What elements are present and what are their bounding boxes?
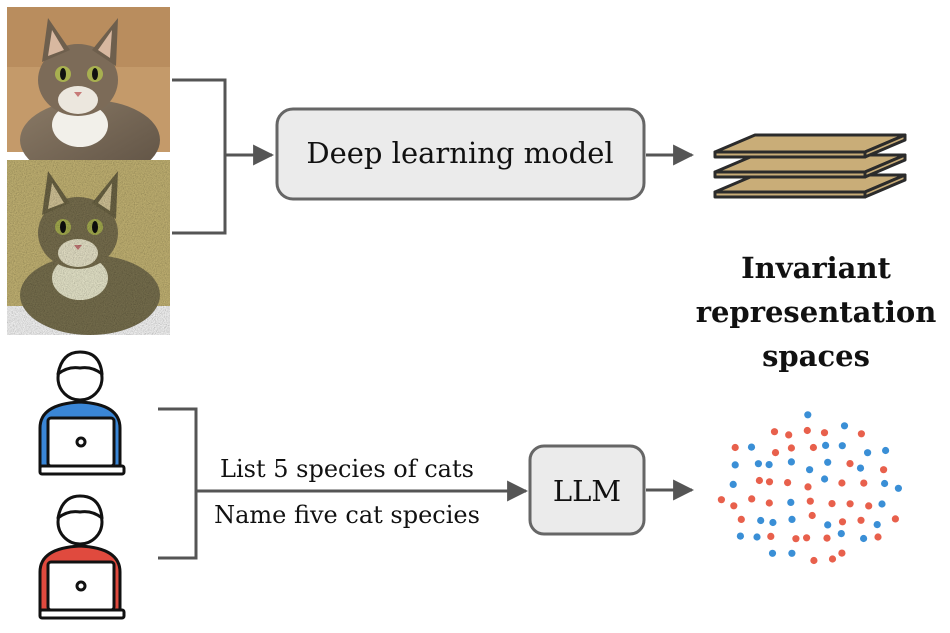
- cloud-dot: [874, 533, 882, 541]
- cloud-dot: [792, 535, 800, 543]
- cloud-dot: [822, 441, 830, 449]
- cloud-dot: [717, 496, 726, 504]
- deep-learning-model-label: Deep learning model: [306, 136, 613, 170]
- cloud-dot: [824, 521, 832, 529]
- cloud-dot: [755, 476, 764, 485]
- cloud-dot: [785, 431, 793, 439]
- stacked-layers-icon: [713, 133, 907, 199]
- cloud-dot: [753, 533, 761, 541]
- cloud-dot: [804, 483, 812, 491]
- cloud-dot: [856, 464, 865, 472]
- cloud-dot: [787, 444, 796, 452]
- cloud-dot: [765, 461, 773, 469]
- cloud-dot: [769, 518, 777, 527]
- cloud-dot: [736, 532, 745, 540]
- cloud-dot: [840, 422, 849, 430]
- cloud-dot: [768, 549, 777, 557]
- cloud-dot: [846, 500, 854, 508]
- cloud-dot: [787, 458, 796, 466]
- cloud-dot: [729, 480, 737, 488]
- cloud-dot: [894, 484, 903, 492]
- cloud-dot: [754, 460, 763, 468]
- cloud-dot: [878, 500, 886, 508]
- cloud-dot: [838, 442, 846, 450]
- cat-photo-noisy: [7, 160, 170, 335]
- cloud-dot: [737, 515, 745, 524]
- cloud-dot: [765, 478, 774, 486]
- cloud-dot: [757, 516, 765, 525]
- cloud-dot: [838, 518, 847, 526]
- cloud-dot: [838, 549, 846, 557]
- cloud-dot: [788, 515, 796, 524]
- cat-photo-original: [7, 7, 170, 180]
- cloud-dot: [804, 411, 812, 419]
- cloud-dot: [747, 443, 756, 451]
- cloud-dot: [806, 497, 814, 505]
- cloud-dot: [824, 458, 832, 466]
- caption-line-3: spaces: [762, 339, 870, 373]
- cloud-dot: [731, 461, 739, 469]
- cloud-dot: [765, 499, 773, 507]
- cloud-dot: [808, 511, 816, 520]
- cloud-dot: [771, 449, 780, 457]
- prompt-2: Name five cat species: [214, 501, 480, 529]
- user-laptop-icon: [38, 350, 126, 476]
- cloud-dot: [860, 479, 868, 487]
- cloud-dot: [731, 443, 739, 452]
- cloud-dot: [864, 449, 872, 457]
- scatter-cloud-icon: [717, 411, 903, 565]
- cloud-dot: [784, 479, 792, 487]
- cloud-dot: [891, 515, 900, 523]
- cloud-dot: [803, 426, 811, 435]
- cloud-dot: [865, 502, 873, 510]
- cloud-dot: [857, 430, 866, 438]
- cloud-dot: [803, 534, 811, 542]
- top-bracket: [172, 78, 227, 235]
- cloud-dot: [873, 521, 881, 529]
- llm-label: LLM: [553, 474, 621, 508]
- cloud-dot: [767, 532, 775, 541]
- cloud-dot: [881, 479, 889, 488]
- prompt-1: List 5 species of cats: [220, 455, 474, 483]
- cloud-dot: [880, 466, 888, 474]
- cloud-dot: [857, 516, 865, 524]
- caption-line-2: representation: [696, 295, 937, 329]
- cloud-dot: [770, 428, 779, 436]
- cloud-dot: [730, 502, 738, 510]
- cloud-dot: [846, 460, 854, 468]
- cloud-dot: [828, 500, 836, 508]
- caption: Invariant representation spaces: [696, 251, 937, 373]
- caption-line-1: Invariant: [741, 251, 891, 285]
- cloud-dot: [787, 498, 795, 506]
- cloud-dot: [821, 475, 829, 483]
- cloud-dot: [837, 530, 845, 538]
- user-laptop-icon: [38, 494, 126, 620]
- cloud-dot: [809, 443, 818, 452]
- cloud-dot: [860, 534, 868, 543]
- llm-box: LLM: [528, 444, 646, 536]
- cloud-dot: [810, 556, 818, 565]
- cloud-dot: [828, 555, 837, 563]
- bottom-bracket: [158, 407, 198, 560]
- deep-learning-model-box: Deep learning model: [275, 107, 646, 201]
- cloud-dot: [838, 479, 846, 487]
- cloud-dot: [820, 429, 829, 437]
- cloud-dot: [806, 466, 814, 474]
- cloud-dot: [823, 534, 831, 542]
- cloud-dot: [748, 495, 756, 503]
- cloud-dot: [788, 549, 796, 557]
- cloud-dot: [882, 446, 890, 455]
